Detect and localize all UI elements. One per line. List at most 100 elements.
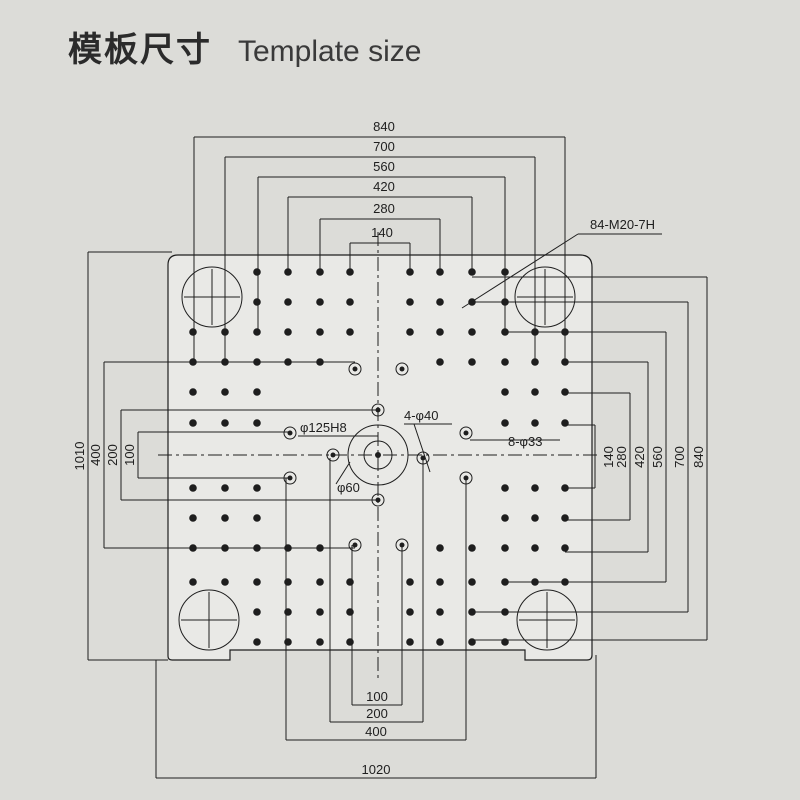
threaded-hole bbox=[436, 544, 444, 552]
threaded-hole bbox=[468, 358, 476, 366]
threaded-hole bbox=[501, 419, 509, 427]
threaded-hole bbox=[501, 358, 509, 366]
right-dimensions: 140 280 420 560 700 840 bbox=[472, 276, 708, 641]
threaded-hole bbox=[221, 578, 229, 586]
threaded-hole bbox=[253, 484, 261, 492]
threaded-hole bbox=[561, 388, 569, 396]
dim-left-400: 400 bbox=[88, 444, 103, 466]
threaded-hole bbox=[189, 328, 197, 336]
threaded-hole bbox=[531, 514, 539, 522]
dim-bottom-400: 400 bbox=[365, 724, 387, 739]
page-title-chinese: 模板尺寸 bbox=[68, 30, 212, 70]
threaded-hole bbox=[221, 388, 229, 396]
callout-ejector-small: 8-φ33 bbox=[508, 434, 542, 449]
threaded-hole bbox=[189, 484, 197, 492]
threaded-hole bbox=[406, 578, 414, 586]
dim-left-100: 100 bbox=[122, 444, 137, 466]
dim-right-840: 840 bbox=[691, 446, 706, 468]
threaded-hole bbox=[346, 608, 354, 616]
threaded-hole bbox=[346, 638, 354, 646]
threaded-hole bbox=[561, 419, 569, 427]
threaded-hole bbox=[436, 578, 444, 586]
dim-bottom-200: 200 bbox=[366, 706, 388, 721]
threaded-hole bbox=[253, 419, 261, 427]
dim-bottom-1020: 1020 bbox=[362, 762, 391, 777]
dim-bottom-100: 100 bbox=[366, 689, 388, 704]
dim-left-1010: 1010 bbox=[72, 442, 87, 471]
threaded-hole bbox=[253, 638, 261, 646]
threaded-hole bbox=[436, 298, 444, 306]
ejector-hole bbox=[348, 538, 362, 552]
threaded-hole bbox=[284, 298, 292, 306]
threaded-hole bbox=[253, 514, 261, 522]
dim-top-560: 560 bbox=[373, 159, 395, 174]
threaded-hole bbox=[501, 514, 509, 522]
threaded-hole bbox=[406, 638, 414, 646]
threaded-hole bbox=[284, 328, 292, 336]
threaded-hole bbox=[189, 388, 197, 396]
threaded-hole bbox=[468, 328, 476, 336]
tie-bar-hole-bottom-left bbox=[178, 589, 240, 651]
dim-left-200: 200 bbox=[105, 444, 120, 466]
tie-bar-hole-top-left bbox=[181, 266, 243, 328]
threaded-hole bbox=[284, 578, 292, 586]
threaded-hole bbox=[501, 484, 509, 492]
ejector-hole bbox=[348, 362, 362, 376]
threaded-hole bbox=[468, 544, 476, 552]
threaded-hole bbox=[253, 608, 261, 616]
threaded-hole bbox=[253, 268, 261, 276]
dim-top-140: 140 bbox=[371, 225, 393, 240]
threaded-hole bbox=[346, 328, 354, 336]
threaded-hole bbox=[221, 514, 229, 522]
callouts: 84-M20-7H φ125H8 φ60 4-φ40 8-φ33 bbox=[298, 217, 662, 495]
callout-locating-ring: φ125H8 bbox=[300, 420, 347, 435]
threaded-hole bbox=[346, 298, 354, 306]
threaded-hole bbox=[253, 328, 261, 336]
platen-outline bbox=[167, 254, 593, 661]
callout-ejector-large: 4-φ40 bbox=[404, 408, 438, 423]
threaded-hole bbox=[501, 388, 509, 396]
tie-bar-hole-top-right bbox=[514, 266, 576, 328]
threaded-hole bbox=[436, 608, 444, 616]
threaded-hole bbox=[221, 484, 229, 492]
dim-top-420: 420 bbox=[373, 179, 395, 194]
callout-thread: 84-M20-7H bbox=[590, 217, 655, 232]
threaded-hole bbox=[468, 578, 476, 586]
threaded-hole bbox=[221, 419, 229, 427]
ejector-hole bbox=[459, 426, 473, 440]
dim-top-840: 840 bbox=[373, 119, 395, 134]
threaded-hole bbox=[436, 328, 444, 336]
dim-top-280: 280 bbox=[373, 201, 395, 216]
threaded-hole bbox=[501, 638, 509, 646]
threaded-hole bbox=[253, 298, 261, 306]
ejector-hole bbox=[395, 362, 409, 376]
threaded-hole bbox=[253, 578, 261, 586]
dim-right-560: 560 bbox=[650, 446, 665, 468]
threaded-hole bbox=[531, 484, 539, 492]
threaded-hole bbox=[284, 608, 292, 616]
locating-ring bbox=[347, 424, 409, 486]
dim-right-280: 280 bbox=[614, 446, 629, 468]
threaded-hole bbox=[561, 514, 569, 522]
threaded-hole bbox=[436, 638, 444, 646]
dim-right-140: 140 bbox=[601, 446, 616, 468]
dim-top-700: 700 bbox=[373, 139, 395, 154]
threaded-hole bbox=[189, 419, 197, 427]
threaded-hole bbox=[406, 298, 414, 306]
threaded-hole bbox=[406, 608, 414, 616]
threaded-hole bbox=[561, 544, 569, 552]
threaded-hole bbox=[531, 388, 539, 396]
threaded-hole bbox=[189, 578, 197, 586]
bottom-dimensions: 100 200 400 1020 bbox=[155, 458, 597, 779]
page-title-english: Template size bbox=[238, 35, 422, 68]
threaded-hole bbox=[316, 328, 324, 336]
threaded-hole bbox=[316, 608, 324, 616]
threaded-hole bbox=[468, 638, 476, 646]
dim-right-420: 420 bbox=[632, 446, 647, 468]
threaded-hole bbox=[316, 298, 324, 306]
dim-right-700: 700 bbox=[672, 446, 687, 468]
threaded-hole bbox=[284, 638, 292, 646]
tie-bar-hole-bottom-right bbox=[516, 589, 578, 651]
threaded-hole bbox=[501, 544, 509, 552]
